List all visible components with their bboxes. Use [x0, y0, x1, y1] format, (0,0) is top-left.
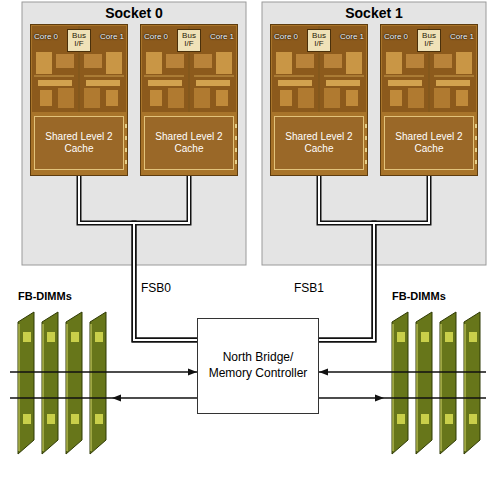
socket-title: Socket 0 [22, 2, 246, 21]
cpu-socket: Socket 1 Core 0 Core 1 Bus I/F Shared Level … [262, 2, 486, 265]
bus-label: FSB1 [294, 281, 324, 295]
die-photo [31, 25, 128, 176]
bus-interface: Bus I/F [177, 29, 201, 52]
memory-channel [112, 371, 197, 373]
front-side-bus [319, 176, 374, 340]
bus-label: FSB0 [141, 281, 171, 295]
memory-channel [112, 397, 197, 399]
bus-interface: Bus I/F [307, 29, 331, 52]
processor-die: Core 0 Core 1 Bus I/F Shared Level 2 Cache [270, 24, 368, 176]
north-bridge: North Bridge/ Memory Controller [197, 318, 319, 414]
node-label: North Bridge/ Memory Controller [206, 350, 310, 381]
cache-label: Shared Level 2 Cache [39, 131, 119, 155]
core-label: Core 0 [384, 32, 408, 41]
bus-inner-line [319, 176, 374, 340]
processor-die: Core 0 Core 1 Bus I/F Shared Level 2 Cache [30, 24, 128, 176]
cpu-socket: Socket 0 Core 0 Core 1 Bus I/F Shared Level … [22, 2, 246, 265]
die-photo [141, 25, 238, 176]
socket-title: Socket 1 [262, 2, 486, 21]
memory-channel [319, 397, 384, 399]
bus-inner-line [134, 176, 197, 340]
core-label: Core 0 [34, 32, 58, 41]
cache-label: Shared Level 2 Cache [149, 131, 229, 155]
core-label: Core 1 [210, 32, 234, 41]
memory-channel [319, 371, 384, 373]
dimm-group: FB-DIMMs [384, 288, 486, 460]
front-side-bus [319, 176, 429, 340]
core-label: Core 0 [144, 32, 168, 41]
bus-label: Bus I/F [419, 32, 439, 49]
processor-die: Core 0 Core 1 Bus I/F Shared Level 2 Cache [140, 24, 238, 176]
l2-cache: Shared Level 2 Cache [144, 116, 234, 170]
bus-inner-line [79, 176, 197, 340]
bus-interface: Bus I/F [67, 29, 91, 52]
dimm-modules [384, 312, 486, 454]
die-photo [271, 25, 368, 176]
bus-label: Bus I/F [309, 32, 329, 49]
processor-die: Core 0 Core 1 Bus I/F Shared Level 2 Cache [380, 24, 478, 176]
l2-cache: Shared Level 2 Cache [384, 116, 474, 170]
l2-cache: Shared Level 2 Cache [34, 116, 124, 170]
cache-label: Shared Level 2 Cache [389, 131, 469, 155]
core-label: Core 0 [274, 32, 298, 41]
bus-interface: Bus I/F [417, 29, 441, 52]
dimm-group: FB-DIMMs [10, 288, 112, 460]
front-side-bus [79, 176, 197, 340]
die-photo [381, 25, 478, 176]
bus-label: Bus I/F [69, 32, 89, 49]
core-label: Core 1 [450, 32, 474, 41]
l2-cache: Shared Level 2 Cache [274, 116, 364, 170]
group-title: FB-DIMMs [10, 288, 112, 302]
bus-label: Bus I/F [179, 32, 199, 49]
core-label: Core 1 [100, 32, 124, 41]
core-label: Core 1 [340, 32, 364, 41]
bus-inner-line [319, 176, 429, 340]
cache-label: Shared Level 2 Cache [279, 131, 359, 155]
group-title: FB-DIMMs [384, 288, 486, 302]
front-side-bus [134, 176, 197, 340]
dimm-modules [10, 312, 112, 454]
